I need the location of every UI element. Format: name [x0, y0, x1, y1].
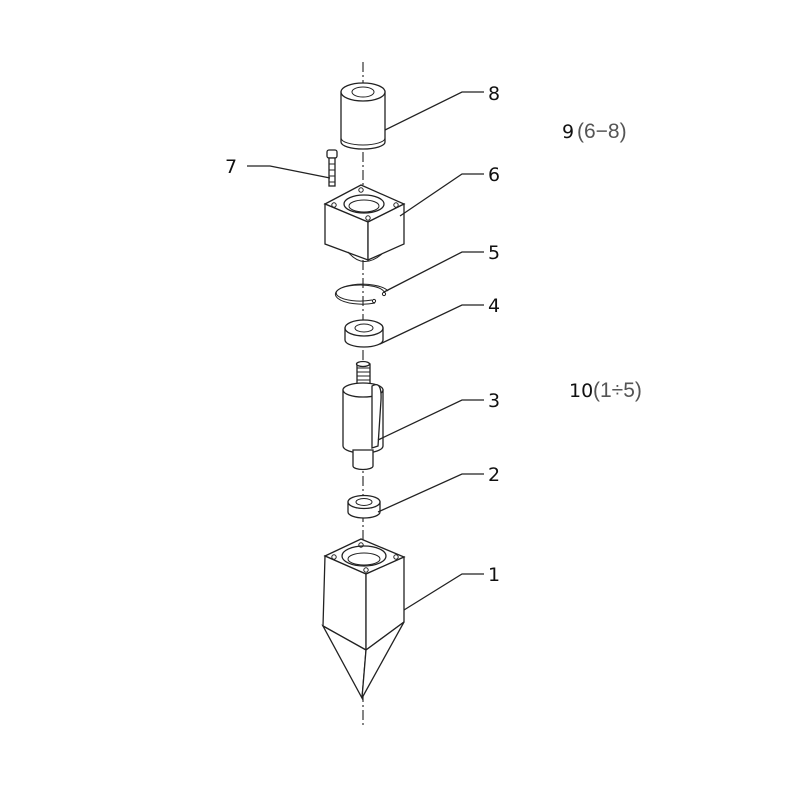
part-5-retaining-ring: [334, 283, 389, 305]
leader-8: [384, 91, 484, 131]
callout-1: 1: [488, 564, 500, 586]
leader-4: [379, 304, 484, 345]
group-9-number: 9: [562, 121, 574, 143]
leader-5: [383, 251, 484, 293]
callout-6: 6: [488, 164, 500, 186]
part-7-bolt: [326, 149, 338, 187]
part-3-shaft: [342, 360, 384, 471]
callout-4: 4: [488, 295, 500, 317]
part-6-housing: [323, 184, 406, 262]
callout-8: 8: [488, 83, 500, 105]
group-10-range: (1÷5): [593, 379, 642, 402]
leader-6: [399, 173, 484, 217]
leader-7: [247, 165, 331, 179]
part-1-pointed-base: [321, 538, 406, 701]
leader-1: [403, 573, 484, 611]
part-4-bearing: [344, 319, 384, 348]
leader-3: [377, 399, 484, 441]
part-8-sleeve: [340, 82, 386, 150]
part-2-bearing: [347, 494, 381, 519]
group-10-number: 10: [569, 380, 593, 402]
callout-7: 7: [225, 156, 237, 178]
group-9-range: (6−8): [577, 120, 627, 143]
callout-5: 5: [488, 242, 500, 264]
callout-3: 3: [488, 390, 500, 412]
leader-2: [377, 473, 484, 513]
callout-2: 2: [488, 464, 500, 486]
